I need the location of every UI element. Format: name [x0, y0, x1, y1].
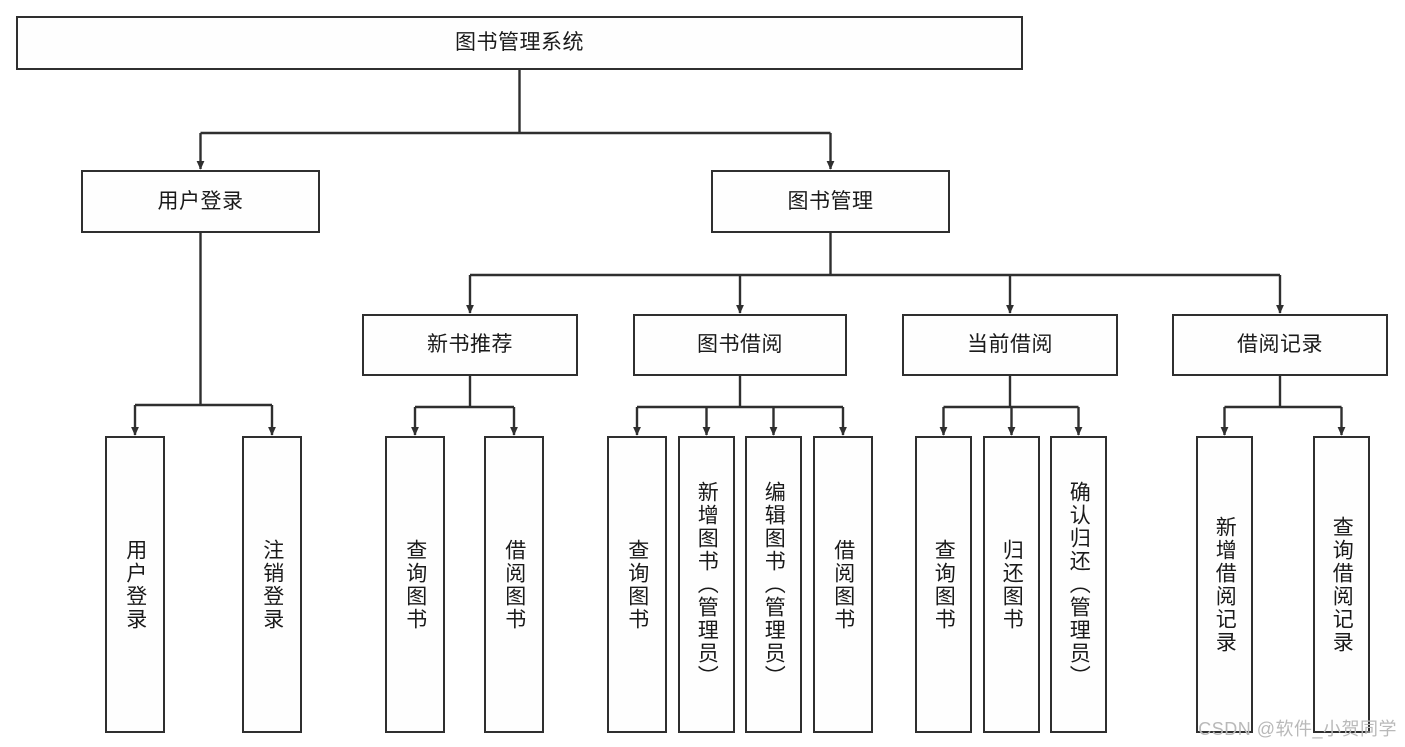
node-borrow[interactable]: 图书借阅: [633, 314, 847, 376]
node-leaf-rec-1[interactable]: 新增借阅记录: [1196, 436, 1253, 733]
node-label: 确认归还（管理员）: [1067, 481, 1091, 688]
node-bookmgmt[interactable]: 图书管理: [711, 170, 950, 233]
node-label: 查询借阅记录: [1330, 515, 1354, 654]
node-leaf-bor-2[interactable]: 新增图书（管理员）: [678, 436, 735, 733]
node-leaf-bor-3[interactable]: 编辑图书（管理员）: [745, 436, 802, 733]
node-label: 图书管理: [787, 189, 874, 213]
node-leaf-new-2[interactable]: 借阅图书: [484, 436, 544, 733]
node-label: 归还图书: [1000, 538, 1024, 631]
node-label: 查询图书: [625, 538, 649, 631]
node-leaf-rec-2[interactable]: 查询借阅记录: [1313, 436, 1370, 733]
node-label: 借阅图书: [502, 538, 526, 631]
node-leaf-cur-1[interactable]: 查询图书: [915, 436, 972, 733]
node-label: 新增借阅记录: [1213, 515, 1237, 654]
node-label: 当前借阅: [967, 333, 1053, 357]
connector-edges: [131, 70, 1346, 436]
node-leaf-login-2[interactable]: 注销登录: [242, 436, 302, 733]
node-newbook[interactable]: 新书推荐: [362, 314, 578, 376]
node-label: 新增图书（管理员）: [695, 481, 719, 688]
node-leaf-bor-4[interactable]: 借阅图书: [813, 436, 873, 733]
node-leaf-cur-2[interactable]: 归还图书: [983, 436, 1040, 733]
node-label: 注销登录: [260, 538, 284, 631]
node-leaf-new-1[interactable]: 查询图书: [385, 436, 445, 733]
node-label: 借阅记录: [1237, 333, 1323, 357]
node-label: 借阅图书: [831, 538, 855, 631]
node-label: 查询图书: [932, 538, 956, 631]
csdn-watermark: CSDN @软件_小贺同学: [1198, 719, 1397, 739]
node-label: 编辑图书（管理员）: [762, 481, 786, 688]
node-leaf-bor-1[interactable]: 查询图书: [607, 436, 667, 733]
node-label: 图书借阅: [697, 333, 783, 357]
node-label: 查询图书: [403, 538, 427, 631]
node-leaf-cur-3[interactable]: 确认归还（管理员）: [1050, 436, 1107, 733]
node-records[interactable]: 借阅记录: [1172, 314, 1388, 376]
node-label: 图书管理系统: [455, 31, 584, 55]
node-leaf-login-1[interactable]: 用户登录: [105, 436, 165, 733]
node-login[interactable]: 用户登录: [81, 170, 320, 233]
node-current[interactable]: 当前借阅: [902, 314, 1118, 376]
node-label: 用户登录: [157, 189, 244, 213]
node-label: 新书推荐: [427, 333, 513, 357]
node-label: 用户登录: [123, 538, 147, 631]
node-root[interactable]: 图书管理系统: [16, 16, 1023, 70]
